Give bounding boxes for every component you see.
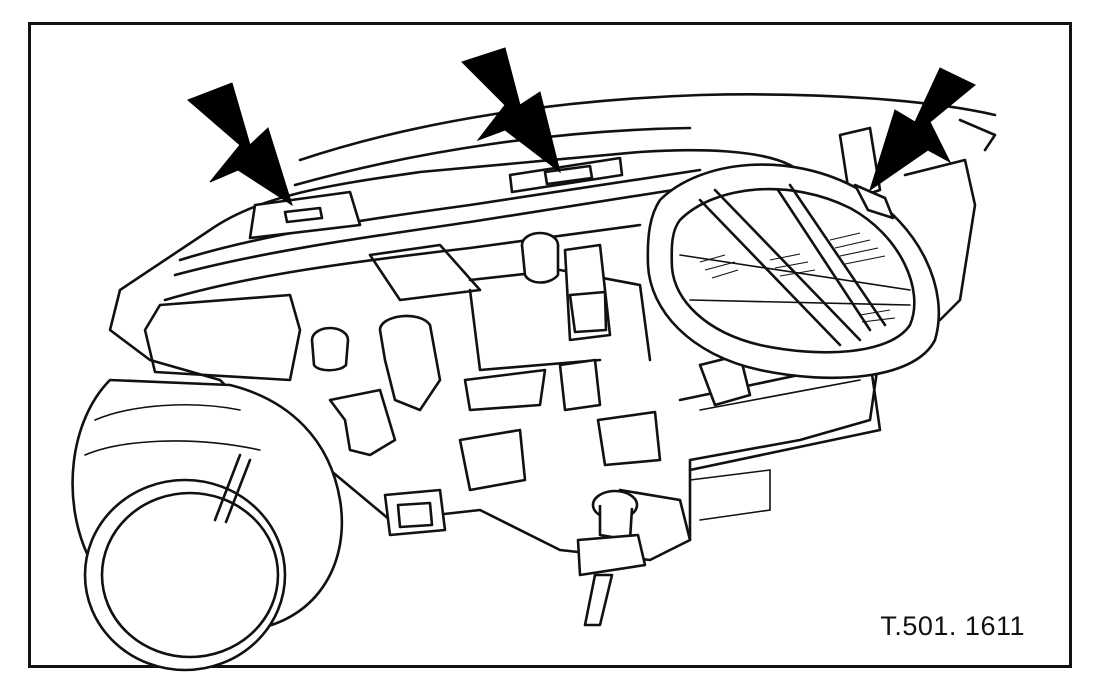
clip-locations [248,156,895,240]
arrow-right-clip-icon [869,67,976,192]
cable-grommet [576,489,647,627]
figure-reference-code: T.501. 1611 [880,611,1025,641]
blower-housing [71,378,344,672]
arrow-left-clip-icon [187,82,293,207]
dashboard-outline [293,93,997,322]
arrow-middle-clip-icon [461,47,561,174]
air-inlet-grille [646,163,941,380]
pointer-arrows [187,47,976,207]
pipes-and-connectors [310,231,752,537]
